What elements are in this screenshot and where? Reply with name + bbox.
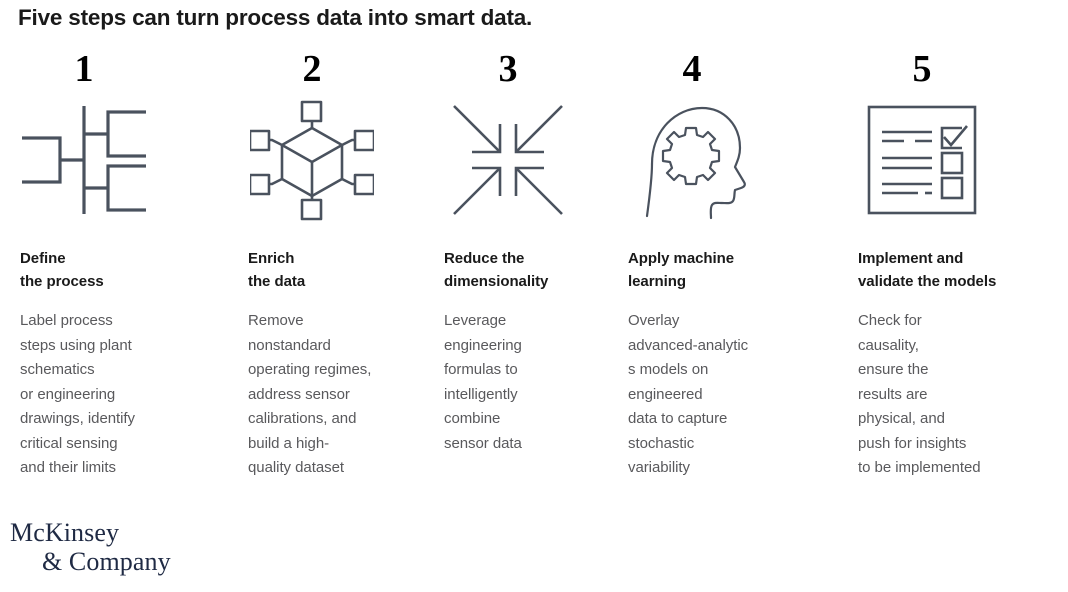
step-number-4: 4 bbox=[682, 48, 702, 90]
step-number-3: 3 bbox=[498, 48, 518, 90]
step-column-4: 4 Apply machine learning Overlay advance… bbox=[628, 48, 818, 481]
step-column-1: 1 Define the process Label process steps… bbox=[20, 48, 210, 481]
step-column-3: 3 Reduce the dimensionality bbox=[444, 48, 634, 456]
mckinsey-logo: McKinsey & Company bbox=[10, 518, 171, 576]
step-number-5: 5 bbox=[912, 48, 932, 90]
hierarchy-tree-icon bbox=[22, 98, 146, 222]
step-body-5: Check for causality, ensure the results … bbox=[858, 312, 981, 476]
step-number-2: 2 bbox=[302, 48, 322, 90]
step-body-1: Label process steps using plant schemati… bbox=[20, 312, 135, 476]
logo-line-company: & Company bbox=[42, 547, 171, 576]
step-heading-1: Define the process bbox=[20, 250, 104, 290]
head-with-gear-icon bbox=[630, 98, 754, 222]
page-title: Five steps can turn process data into sm… bbox=[18, 5, 533, 30]
logo-line-mckinsey: McKinsey bbox=[10, 518, 120, 547]
steps-container: 1 Define the process Label process steps… bbox=[0, 48, 1068, 508]
step-number-1: 1 bbox=[74, 48, 94, 90]
step-heading-2: Enrich the data bbox=[248, 250, 306, 290]
step-column-5: 5 bbox=[858, 48, 1048, 481]
step-body-4: Overlay advanced-analytic s models on en… bbox=[628, 312, 749, 476]
step-body-3: Leverage engineering formulas to intelli… bbox=[444, 312, 522, 452]
converge-arrows-icon bbox=[446, 98, 570, 222]
connected-cube-icon bbox=[250, 98, 374, 222]
step-body-2: Remove nonstandard operating regimes, ad… bbox=[248, 312, 372, 476]
step-heading-5: Implement and validate the models bbox=[858, 250, 997, 290]
step-heading-3: Reduce the dimensionality bbox=[444, 250, 549, 290]
checklist-icon bbox=[860, 98, 984, 222]
step-column-2: 2 bbox=[248, 48, 438, 481]
step-heading-4: Apply machine learning bbox=[628, 250, 735, 290]
